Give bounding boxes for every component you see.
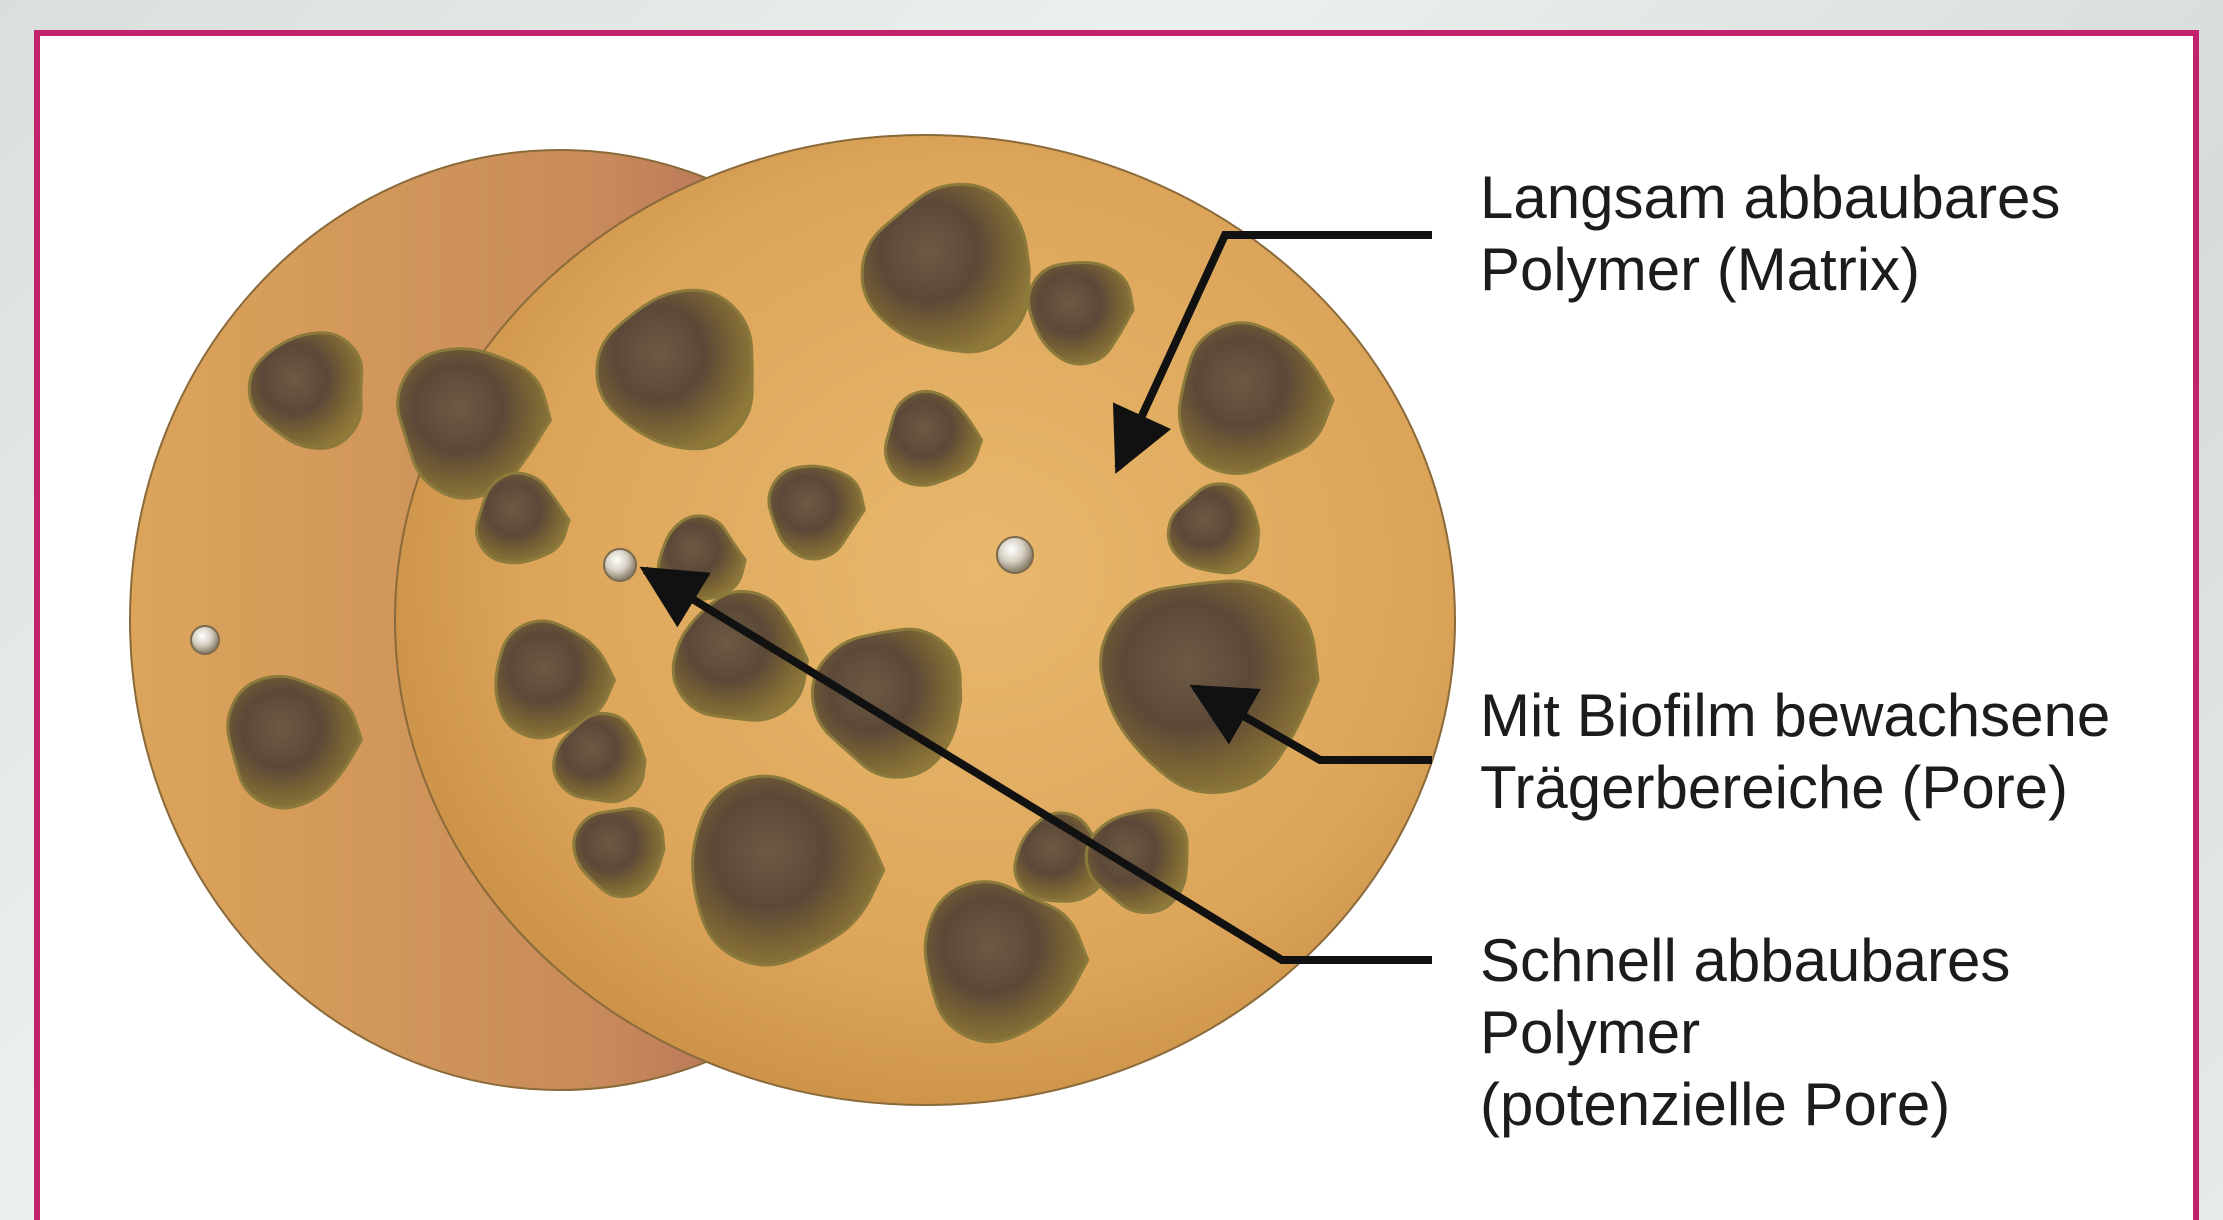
label-matrix-line2: Polymer (Matrix) [1480, 234, 2060, 306]
label-biofilm-pore: Mit Biofilm bewachsene Trägerbereiche (P… [1480, 680, 2110, 824]
fast-degradable-polymer-particle [191, 626, 219, 654]
label-biofilm-line1: Mit Biofilm bewachsene [1480, 680, 2110, 752]
label-fast-line3: (potenzielle Pore) [1480, 1069, 2010, 1141]
label-fast-polymer: Schnell abbaubares Polymer (potenzielle … [1480, 925, 2010, 1141]
fast-degradable-polymer-particle [604, 549, 636, 581]
label-matrix-line1: Langsam abbaubares [1480, 162, 2060, 234]
label-matrix-polymer: Langsam abbaubares Polymer (Matrix) [1480, 162, 2060, 306]
label-fast-line2: Polymer [1480, 997, 2010, 1069]
label-fast-line1: Schnell abbaubares [1480, 925, 2010, 997]
fast-degradable-polymer-particle [997, 537, 1033, 573]
label-biofilm-line2: Trägerbereiche (Pore) [1480, 752, 2110, 824]
